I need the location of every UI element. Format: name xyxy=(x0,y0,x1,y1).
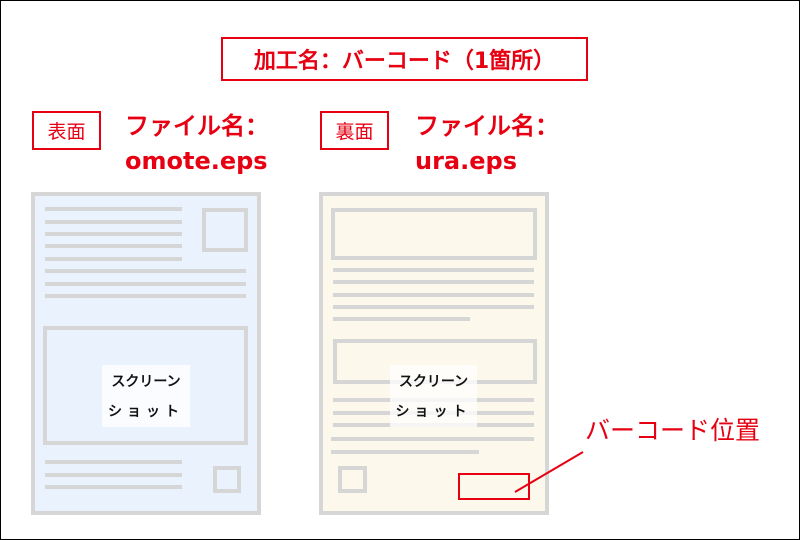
screenshot-label: スクリーン ショット xyxy=(390,365,477,427)
text-line xyxy=(331,450,479,454)
image-placeholder xyxy=(338,466,367,493)
text-line xyxy=(331,437,534,441)
image-placeholder xyxy=(213,466,241,493)
front-file-name: omote.eps xyxy=(125,147,268,175)
text-line xyxy=(45,207,182,211)
text-line xyxy=(45,269,246,273)
text-line xyxy=(45,282,246,286)
text-line xyxy=(45,294,246,298)
text-line xyxy=(333,305,534,309)
text-line xyxy=(333,268,534,272)
screenshot-label-line: スクリーン xyxy=(111,374,181,390)
image-placeholder xyxy=(43,326,248,445)
screenshot-label-line: ショット xyxy=(395,404,472,420)
screenshot-label-line: スクリーン xyxy=(398,374,469,390)
screenshot-label-line: ショット xyxy=(108,404,184,420)
barcode-position-label: バーコード位置 xyxy=(585,416,761,445)
text-line xyxy=(333,317,470,321)
image-placeholder xyxy=(202,208,248,252)
process-title: 加工名：バーコード（1箇所） xyxy=(221,37,588,81)
front-file-label: ファイル名： xyxy=(125,112,269,140)
text-line xyxy=(45,460,182,464)
image-placeholder xyxy=(331,208,537,260)
text-line xyxy=(333,280,534,284)
back-side-label: 裏面 xyxy=(320,111,389,150)
text-line xyxy=(45,232,182,236)
text-line xyxy=(333,293,534,297)
text-line xyxy=(45,485,182,489)
text-line xyxy=(45,473,182,477)
screenshot-label: スクリーン ショット xyxy=(102,365,190,427)
back-file-name: ura.eps xyxy=(415,147,517,175)
barcode-position-marker xyxy=(458,473,530,500)
text-line xyxy=(45,220,182,224)
text-line xyxy=(45,244,182,248)
text-line xyxy=(45,257,182,261)
back-page-illustration xyxy=(319,192,549,515)
front-side-label: 表面 xyxy=(32,111,101,150)
back-file-label: ファイル名： xyxy=(415,112,559,140)
